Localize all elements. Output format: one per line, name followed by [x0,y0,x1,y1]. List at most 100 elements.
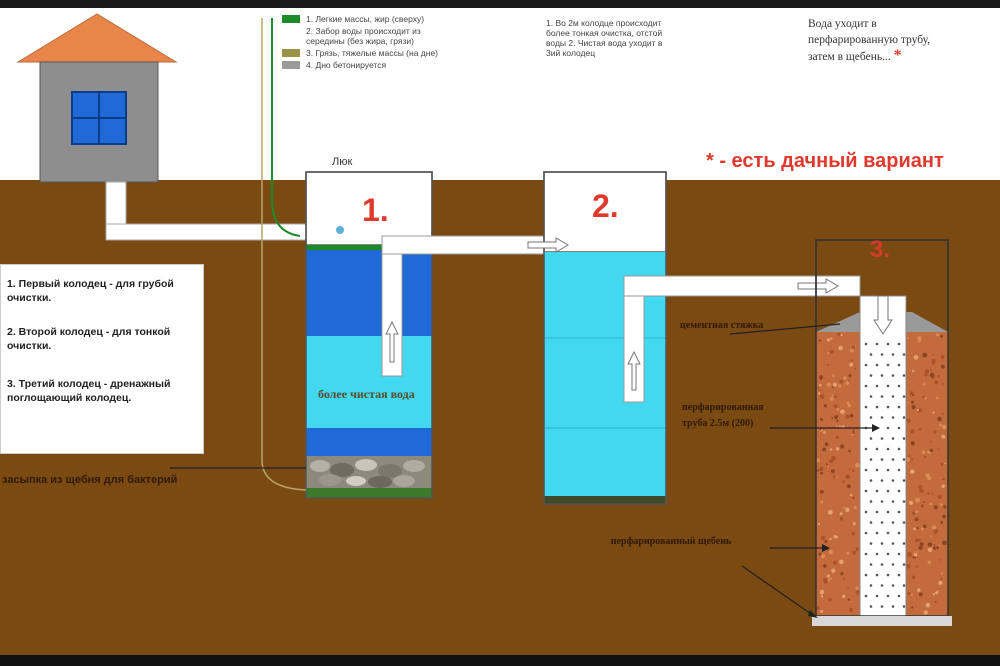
gravel-speck [852,496,855,499]
well-1-water-middle [306,336,432,428]
gravel-speck [918,545,923,550]
gravel-speck [907,401,910,404]
pipe-perforation [891,395,895,398]
gravel-speck [823,431,826,434]
gravel-speck [919,488,924,494]
gravel-speck [831,394,834,397]
gravel-speck [843,577,846,580]
pipe-perforation [886,384,890,388]
gravel-speck [940,364,945,369]
pipe-perforation [864,405,868,409]
wells-list-box: 1. Первый колодец - для грубой очистки. … [0,264,204,454]
top-right-note-text: Вода уходит в перфарированную трубу, зат… [808,18,931,63]
gravel-speck [917,588,921,592]
gravel-speck [924,373,928,377]
pipe-perforation [897,363,901,367]
perf-pipe-label: перфарированная труба 2.5м (200) [682,402,764,429]
pipe-perforation [880,542,884,545]
gravel-speck [930,535,932,537]
gravel-speck [939,503,943,506]
gravel-speck [846,484,851,489]
gravel-speck [941,413,944,415]
gravel-speck [918,428,922,431]
pipe-perforation [897,447,901,451]
gravel-speck [916,550,918,553]
well-3-down-arrow [873,295,893,335]
gravel-speck [932,593,935,596]
gravel-speck [851,601,853,603]
well-2-shaft-top [543,171,667,253]
well-2-base [544,496,666,504]
gravel-speck [933,529,938,534]
gravel-speck [827,352,830,355]
gravel-speck [819,383,822,387]
gravel-speck [819,428,822,431]
pipe-perforation [869,542,873,545]
house [16,13,178,183]
pipe-perforation [875,573,879,577]
gravel-speck [936,546,939,550]
gravel-speck [907,591,911,595]
pipe-perforation [891,458,895,461]
pipe-perforation [864,594,868,598]
gravel-speck [847,598,850,601]
well-2-number: 2. [592,188,619,224]
pipe-perforation [891,374,895,377]
pipe-perforation [891,353,895,356]
gravel-speck [923,610,928,615]
gravel-speck [911,575,916,580]
gravel-speck [837,384,842,388]
legend: 1. Легкие массы, жир (сверху) 2. Забор в… [282,14,442,70]
gravel-speck [911,369,915,373]
gravel-speck [835,435,839,440]
gravel-speck [839,559,844,565]
gravel-speck [831,568,836,573]
gravel-speck [820,609,824,613]
gravel-speck [830,337,833,340]
legend-item-3-text: 3. Грязь, тяжелые массы (на дне) [306,48,439,58]
gravel-speck [842,480,845,484]
gravel-speck [911,594,913,596]
well-1-stones [310,459,425,488]
pipe-perforation [897,552,901,556]
gravel-speck [846,401,850,405]
pipe-perforation [891,605,895,608]
gravel-speck [907,337,910,340]
gravel-speck [837,332,841,337]
gravel-speck [914,518,918,522]
gravel-speck [829,459,834,463]
pipe-perforation [897,594,901,598]
legend-leader-green [271,18,301,237]
gravel-speck [910,469,915,475]
gravel-speck [824,540,828,544]
hatch-label: Люк [332,156,353,168]
gravel-speck [929,372,935,378]
gravel-speck [911,606,914,609]
pipe-perforation [902,437,906,440]
well-1-outline [305,171,433,499]
gravel-speck [854,367,857,370]
gravel-speck [848,379,850,382]
pipe-perforation [902,521,906,524]
gravel-speck [817,522,821,526]
gravel-speck [839,512,843,516]
gravel-speck [816,468,820,472]
gravel-speck [830,469,835,473]
gravel-speck [920,504,924,508]
gravel-speck [855,586,859,590]
pipe-perforation [875,363,879,367]
gravel-speck [829,396,834,401]
pipe-perforation [864,342,868,346]
gravel-speck [824,442,829,447]
pipe-perforation [886,489,890,493]
gravel-speck [921,450,926,455]
base-pointer [741,565,815,617]
gravel-speck [840,572,844,576]
pipe-perforation [864,510,868,514]
pipe-perforation [886,594,890,598]
gravel-speck [826,382,832,387]
gravel-speck [925,473,930,478]
wells-list-item-3: 3. Третий колодец - дренажный поглощающи… [7,378,171,404]
gravel-speck [831,385,835,389]
gravel-speck [823,578,828,583]
